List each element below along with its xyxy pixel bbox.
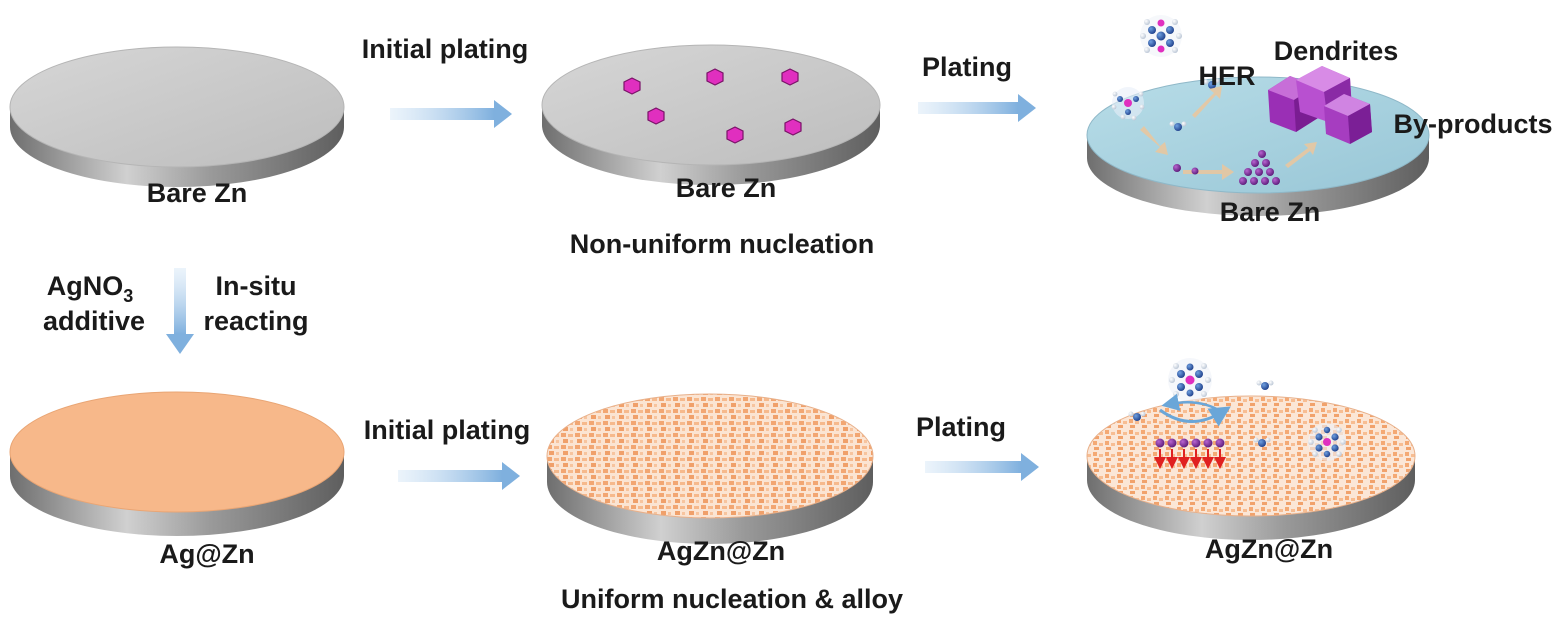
- water-molecule: [1128, 411, 1146, 421]
- dendrite-crystals: [1268, 66, 1372, 144]
- initial-plating-arrow-top: [390, 100, 512, 128]
- her-label: HER: [1198, 61, 1255, 91]
- initial-plating-label-top: Initial plating: [362, 34, 529, 64]
- solvated-zn-cluster-right: [1308, 423, 1346, 461]
- initial-plating-label-bottom: Initial plating: [364, 415, 531, 445]
- by-products-label: By-products: [1393, 109, 1552, 139]
- agno3-subscript: 3: [123, 286, 133, 306]
- zn-atom: [1173, 164, 1181, 172]
- water-molecule: [1253, 437, 1271, 447]
- agzn-zn-label-1: AgZn@Zn: [657, 536, 785, 566]
- agno3-label: AgNO3: [47, 271, 134, 306]
- reacting-label: reacting: [203, 306, 308, 336]
- water-molecule: [1256, 380, 1274, 390]
- ag-zn-disk: [9, 391, 345, 536]
- in-situ-label: In-situ: [216, 271, 297, 301]
- non-uniform-nucleation-caption: Non-uniform nucleation: [570, 229, 874, 259]
- deposition-red-arrows: [1154, 449, 1226, 469]
- bare-zn-label-2: Bare Zn: [676, 173, 777, 203]
- bare-zn-label-3: Bare Zn: [1220, 197, 1321, 227]
- bare-zn-disk-1: [9, 46, 345, 187]
- dendrites-label: Dendrites: [1274, 36, 1399, 66]
- plating-label-bottom: Plating: [916, 412, 1006, 442]
- ag-zn-label: Ag@Zn: [159, 539, 254, 569]
- plating-arrow-bottom: [925, 453, 1039, 481]
- solvated-zn-cluster-bottom: [1168, 358, 1212, 402]
- desolvation-curved-arrow: [1159, 406, 1231, 427]
- additive-label: additive: [43, 306, 145, 336]
- desolvation-curved-arrow-back: [1161, 393, 1223, 414]
- plating-arrow-top: [918, 94, 1036, 122]
- initial-plating-arrow-bottom: [398, 462, 520, 490]
- uniform-nucleation-caption: Uniform nucleation & alloy: [561, 584, 903, 614]
- agzn-zn-label-2: AgZn@Zn: [1205, 534, 1333, 564]
- solvated-zn-cluster-top: [1111, 87, 1145, 121]
- water-molecule: [1169, 121, 1187, 131]
- zn-cluster-pyramid: [1239, 150, 1280, 185]
- uniform-deposition-atoms: [1155, 438, 1225, 448]
- agno3-text: AgNO: [47, 271, 124, 301]
- solvated-zn-cluster-floating: [1140, 15, 1182, 57]
- process-arrows: [1140, 86, 1317, 180]
- zn-nuclei: [623, 68, 802, 144]
- water-molecule: [1203, 78, 1220, 89]
- bare-zn-label-1: Bare Zn: [147, 178, 248, 208]
- additive-arrow-down: [166, 268, 194, 354]
- plating-label-top: Plating: [922, 52, 1012, 82]
- agzn-zn-disk-1: [546, 393, 874, 544]
- bare-zn-disk-2: [541, 44, 881, 185]
- zn-atom: [1191, 167, 1199, 175]
